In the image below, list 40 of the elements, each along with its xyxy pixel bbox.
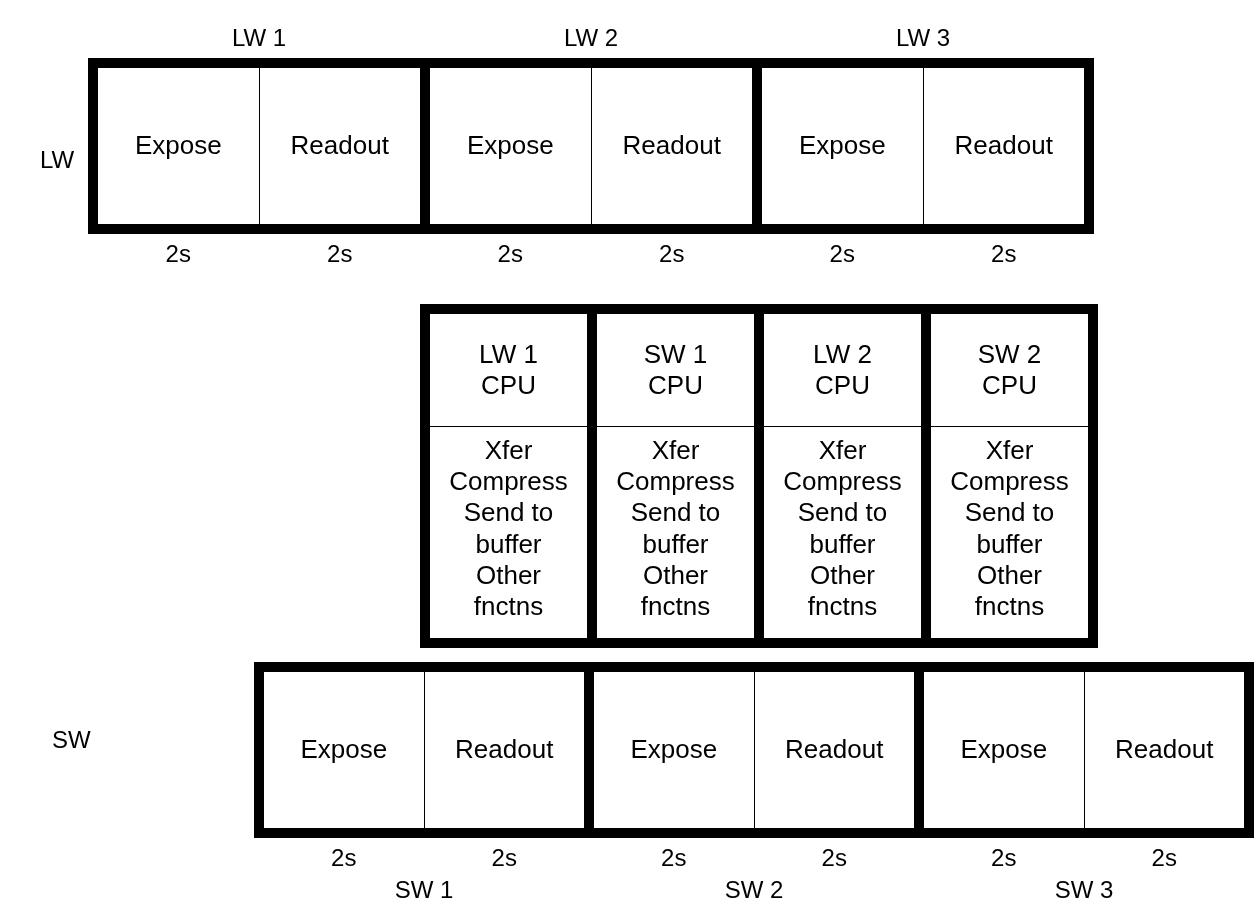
- row-label: LW: [40, 146, 75, 174]
- frame-heading: SW 1: [393, 876, 455, 904]
- row-label: SW: [52, 726, 91, 754]
- step-text: SW 2 CPU: [976, 338, 1043, 402]
- step-text: Expose: [630, 734, 718, 766]
- step-text: Readout: [954, 130, 1053, 162]
- step-text: Expose: [960, 734, 1048, 766]
- step-text: Readout: [1115, 734, 1214, 766]
- frame-heading: SW 2: [723, 876, 785, 904]
- duration-label: 2s: [330, 844, 358, 872]
- duration-label: 2s: [496, 240, 524, 268]
- duration-label: 2s: [164, 240, 192, 268]
- duration-label: 2s: [990, 844, 1018, 872]
- duration-label: 2s: [660, 844, 688, 872]
- step-text: Xfer Compress Send to buffer Other fnctns: [448, 434, 569, 623]
- step-text: Readout: [455, 734, 554, 766]
- duration-label: 2s: [820, 844, 848, 872]
- step-text: SW 1 CPU: [642, 338, 709, 402]
- duration-label: 2s: [658, 240, 686, 268]
- step-text: Xfer Compress Send to buffer Other fnctns: [949, 434, 1070, 623]
- step-text: Expose: [300, 734, 388, 766]
- step-text: Xfer Compress Send to buffer Other fnctns: [615, 434, 736, 623]
- frame-heading: LW 1: [230, 24, 288, 52]
- duration-label: 2s: [990, 240, 1018, 268]
- duration-label: 2s: [1150, 844, 1178, 872]
- duration-label: 2s: [490, 844, 518, 872]
- step-text: Xfer Compress Send to buffer Other fnctns: [782, 434, 903, 623]
- step-text: Expose: [466, 130, 554, 162]
- frame-heading: LW 3: [894, 24, 952, 52]
- step-text: LW 2 CPU: [812, 338, 873, 402]
- step-text: Readout: [622, 130, 721, 162]
- frame-heading: LW 2: [562, 24, 620, 52]
- duration-label: 2s: [828, 240, 856, 268]
- step-text: Readout: [290, 130, 389, 162]
- step-text: Expose: [134, 130, 222, 162]
- frame-heading: SW 3: [1053, 876, 1115, 904]
- duration-label: 2s: [326, 240, 354, 268]
- step-text: LW 1 CPU: [478, 338, 539, 402]
- step-text: Readout: [785, 734, 884, 766]
- step-text: Expose: [798, 130, 886, 162]
